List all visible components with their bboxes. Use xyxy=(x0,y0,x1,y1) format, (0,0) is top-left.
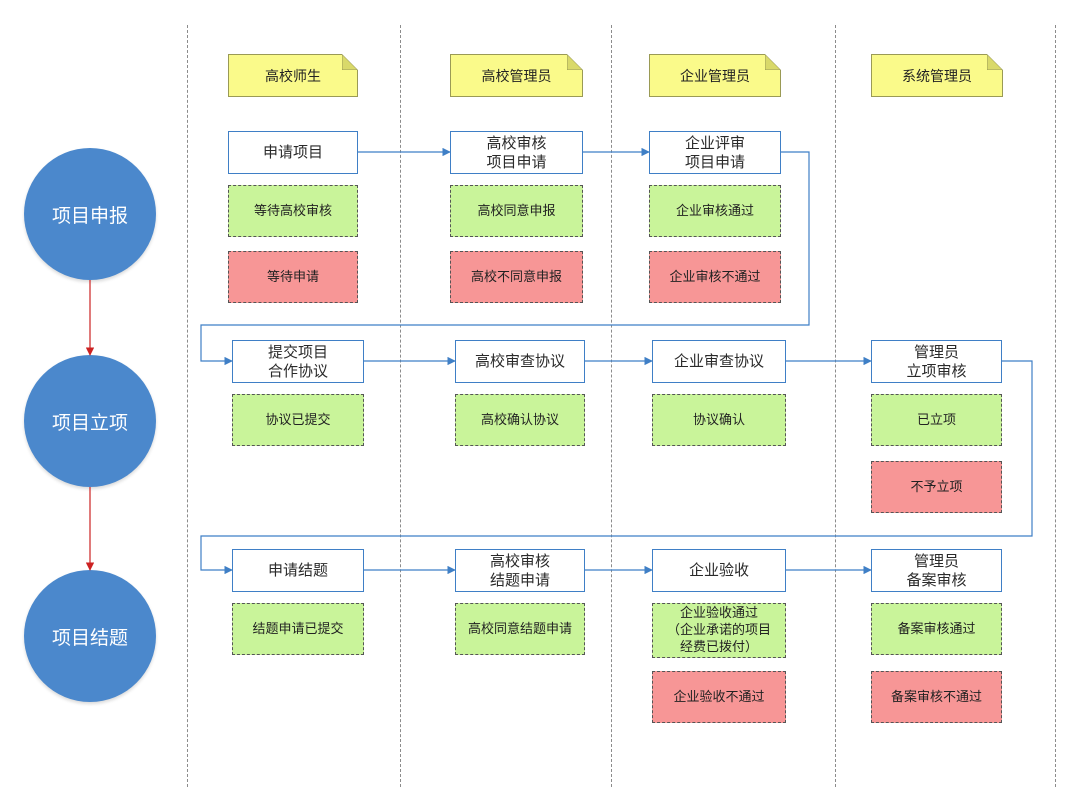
state-filing-rejected: 备案审核不通过 xyxy=(871,671,1002,723)
note-fold-icon xyxy=(342,54,358,70)
lane-header-system-admin: 系统管理员 xyxy=(871,54,1003,97)
state-waiting-school-review: 等待高校审核 xyxy=(228,185,358,237)
process-company-review-application: 企业评审 项目申请 xyxy=(649,131,781,174)
note-fold-icon xyxy=(765,54,781,70)
process-school-review-application: 高校审核 项目申请 xyxy=(450,131,583,174)
lane-separator xyxy=(400,25,401,787)
note-fold-icon xyxy=(567,54,583,70)
lane-header-label: 企业管理员 xyxy=(680,68,750,85)
process-submit-agreement: 提交项目 合作协议 xyxy=(232,340,364,383)
lane-header-students: 高校师生 xyxy=(228,54,358,97)
state-established: 已立项 xyxy=(871,394,1002,446)
state-school-approved: 高校同意申报 xyxy=(450,185,583,237)
phase-apply: 项目申报 xyxy=(24,148,156,280)
lane-header-label: 高校师生 xyxy=(265,68,321,85)
phase-label: 项目申报 xyxy=(51,204,128,227)
state-school-approved-closure: 高校同意结题申请 xyxy=(455,603,585,655)
state-agreement-submitted: 协议已提交 xyxy=(232,394,364,446)
state-filing-approved: 备案审核通过 xyxy=(871,603,1002,655)
state-company-rejected: 企业审核不通过 xyxy=(649,251,781,303)
process-company-review-agreement: 企业审查协议 xyxy=(652,340,786,383)
state-school-confirmed-agreement: 高校确认协议 xyxy=(455,394,585,446)
phase-establish: 项目立项 xyxy=(24,355,156,487)
state-agreement-confirmed: 协议确认 xyxy=(652,394,786,446)
state-closure-submitted: 结题申请已提交 xyxy=(232,603,364,655)
arrow-establish-to-close xyxy=(200,360,1033,575)
state-waiting-application: 等待申请 xyxy=(228,251,358,303)
phase-label: 项目结题 xyxy=(51,626,128,649)
process-school-review-agreement: 高校审查协议 xyxy=(455,340,585,383)
state-not-established: 不予立项 xyxy=(871,461,1002,513)
lane-separator xyxy=(835,25,836,787)
lane-separator xyxy=(1055,25,1056,787)
process-apply-closure: 申请结题 xyxy=(232,549,364,592)
arrow-apply-to-establish xyxy=(200,151,810,366)
note-fold-icon xyxy=(987,54,1003,70)
lane-separator xyxy=(611,25,612,787)
lane-header-label: 高校管理员 xyxy=(481,68,552,85)
state-company-approved: 企业审核通过 xyxy=(649,185,781,237)
process-company-acceptance: 企业验收 xyxy=(652,549,786,592)
phase-label: 项目立项 xyxy=(51,411,128,434)
lane-separator xyxy=(187,25,188,787)
state-school-rejected: 高校不同意申报 xyxy=(450,251,583,303)
state-acceptance-failed: 企业验收不通过 xyxy=(652,671,786,723)
process-admin-establish-review: 管理员 立项审核 xyxy=(871,340,1002,383)
phase-close: 项目结题 xyxy=(24,570,156,702)
lane-header-label: 系统管理员 xyxy=(902,68,972,85)
process-apply-project: 申请项目 xyxy=(228,131,358,174)
process-school-review-closure: 高校审核 结题申请 xyxy=(455,549,585,592)
state-acceptance-passed: 企业验收通过 （企业承诺的项目 经费已拨付） xyxy=(652,603,786,658)
lane-header-school-admin: 高校管理员 xyxy=(450,54,583,97)
lane-header-company-admin: 企业管理员 xyxy=(649,54,781,97)
process-admin-filing-review: 管理员 备案审核 xyxy=(871,549,1002,592)
